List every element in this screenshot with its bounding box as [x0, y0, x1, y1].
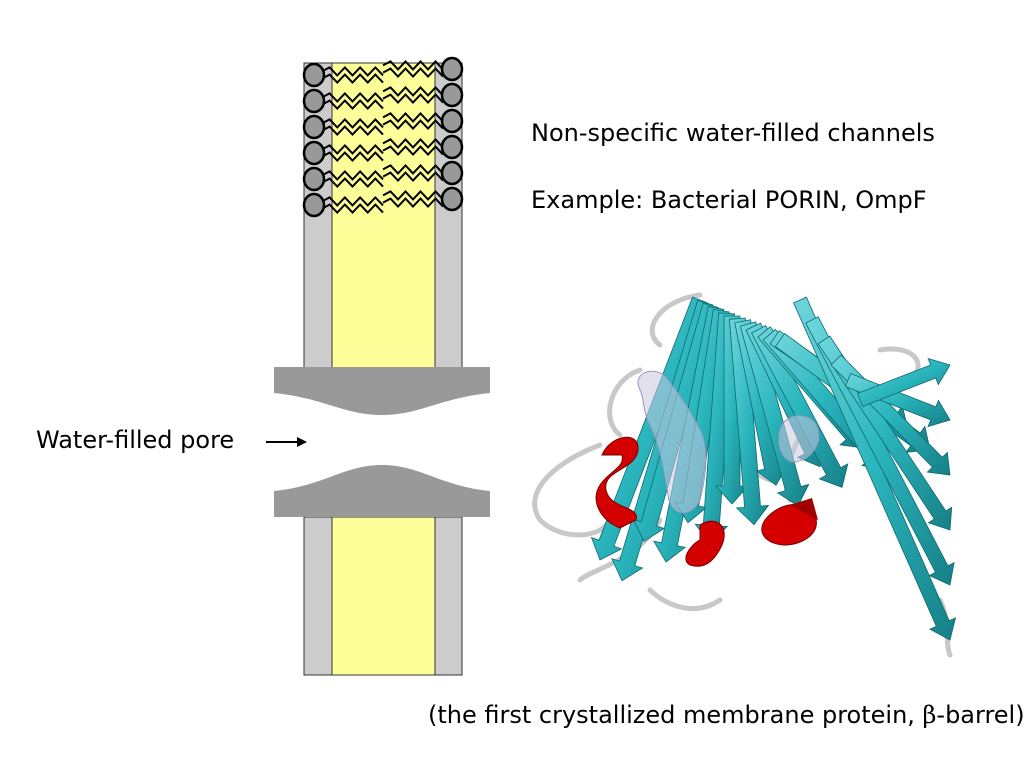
- caption: (the first crystallized membrane protein…: [428, 701, 1024, 729]
- lipid-tail: [321, 99, 384, 111]
- lipid-tail: [321, 117, 384, 129]
- upper-core: [331, 62, 436, 369]
- lipid-tail: [382, 163, 444, 175]
- lipid-tail: [321, 151, 384, 163]
- lipid-tail: [321, 143, 384, 155]
- lipid-tail: [382, 85, 444, 97]
- lipid-tail: [321, 177, 384, 189]
- lipid-tail: [321, 91, 384, 103]
- alpha-helix-2: [685, 520, 725, 567]
- lipid-head: [440, 134, 464, 160]
- lower-right-leaflet: [434, 516, 463, 676]
- lipid-tail: [321, 73, 384, 85]
- lipid-head: [302, 166, 326, 192]
- lipid-tail: [382, 93, 444, 105]
- lipid-tail: [382, 119, 444, 131]
- lipid-tail: [321, 125, 384, 137]
- lipid-head: [440, 82, 464, 108]
- lipid-tail: [321, 65, 384, 77]
- bound-ligand-surfaces: [637, 370, 820, 513]
- lipid-tail: [382, 137, 444, 149]
- alpha-helices: [595, 436, 818, 567]
- lipid-tail: [382, 171, 444, 183]
- lipid-head: [440, 56, 464, 82]
- example-heading: Example: Bacterial PORIN, OmpF: [531, 186, 927, 214]
- lipid-tail: [321, 169, 384, 181]
- lipid-tail: [382, 67, 444, 79]
- lower-membrane-segment: [303, 516, 463, 676]
- lipid-tail: [382, 189, 444, 201]
- caption-beta-symbol: β: [922, 701, 937, 729]
- lipid-head: [302, 114, 326, 140]
- lipid-head: [302, 192, 326, 218]
- lipid-tail: [382, 145, 444, 157]
- lipid-head: [440, 160, 464, 186]
- lower-core: [331, 516, 436, 676]
- ligand-surface-1: [637, 370, 707, 513]
- upper-pore-protein: [274, 367, 490, 415]
- lipid-head: [440, 186, 464, 212]
- beta-strand: [856, 357, 951, 408]
- lipid-tail: [382, 59, 444, 71]
- right-arrow-icon: [266, 437, 307, 447]
- lipid-tail: [321, 195, 384, 207]
- ligand-surface-2: [778, 415, 820, 463]
- alpha-helix-3: [761, 498, 818, 546]
- lipid-tail: [382, 111, 444, 123]
- lipid-head: [302, 140, 326, 166]
- water-filled-pore-label: Water-filled pore: [36, 426, 235, 454]
- lipid-tail: [382, 197, 444, 209]
- alpha-helix-1: [595, 436, 639, 529]
- caption-suffix: -barrel): [936, 701, 1024, 729]
- channel-type-heading: Non-specific water-filled channels: [531, 119, 935, 147]
- lipid-bilayer: [302, 56, 464, 218]
- lipid-head: [440, 108, 464, 134]
- caption-prefix: (the first crystallized membrane protein…: [428, 701, 923, 729]
- beta-strand: [844, 372, 951, 428]
- lower-pore-protein: [274, 465, 490, 517]
- lipid-head: [302, 62, 326, 88]
- lipid-head: [302, 88, 326, 114]
- lipid-tail: [321, 203, 384, 215]
